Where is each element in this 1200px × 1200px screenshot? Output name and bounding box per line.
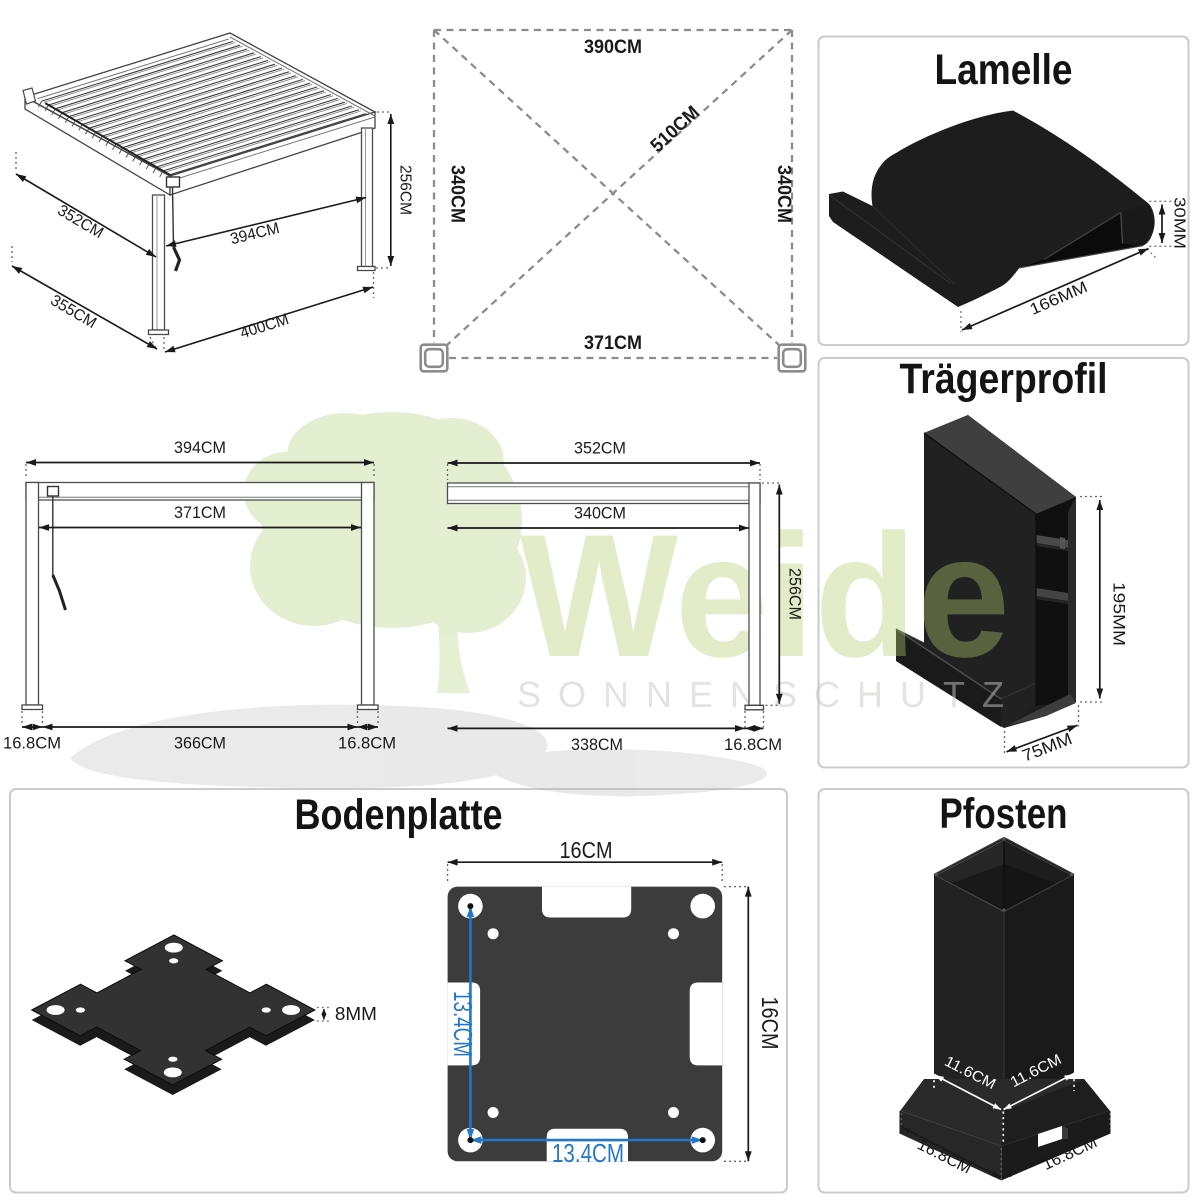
svg-text:371CM: 371CM [584,333,642,354]
svg-text:340CM: 340CM [574,504,626,523]
svg-text:Trägerprofil: Trägerprofil [900,355,1108,403]
svg-text:390CM: 390CM [584,37,642,58]
svg-text:13.4CM: 13.4CM [552,1138,624,1168]
svg-text:16.8CM: 16.8CM [338,734,396,753]
svg-text:16CM: 16CM [757,997,783,1050]
svg-text:16.8CM: 16.8CM [724,735,782,754]
svg-text:366CM: 366CM [174,734,226,753]
svg-text:355CM: 355CM [47,292,99,332]
svg-text:16CM: 16CM [560,837,613,863]
svg-text:30MM: 30MM [1171,197,1188,249]
svg-text:256CM: 256CM [786,568,805,620]
svg-text:SONNENSCHUTZ: SONNENSCHUTZ [517,674,1021,715]
svg-text:400CM: 400CM [238,311,291,342]
svg-text:340CM: 340CM [773,165,794,223]
svg-text:352CM: 352CM [574,439,626,458]
svg-text:8MM: 8MM [335,1004,377,1024]
svg-text:Weide: Weide [520,499,1010,694]
svg-text:256CM: 256CM [397,165,414,215]
svg-text:340CM: 340CM [447,165,468,223]
svg-text:510CM: 510CM [647,102,704,157]
svg-text:394CM: 394CM [174,438,226,457]
svg-text:195MM: 195MM [1110,582,1129,646]
svg-text:338CM: 338CM [571,735,623,754]
svg-text:16.8CM: 16.8CM [3,734,61,753]
svg-text:Bodenplatte: Bodenplatte [295,791,503,839]
svg-text:Pfosten: Pfosten [940,790,1068,838]
svg-text:Lamelle: Lamelle [935,46,1073,94]
svg-text:13.4CM: 13.4CM [448,991,478,1057]
svg-text:352CM: 352CM [54,202,106,242]
svg-text:371CM: 371CM [174,503,226,522]
